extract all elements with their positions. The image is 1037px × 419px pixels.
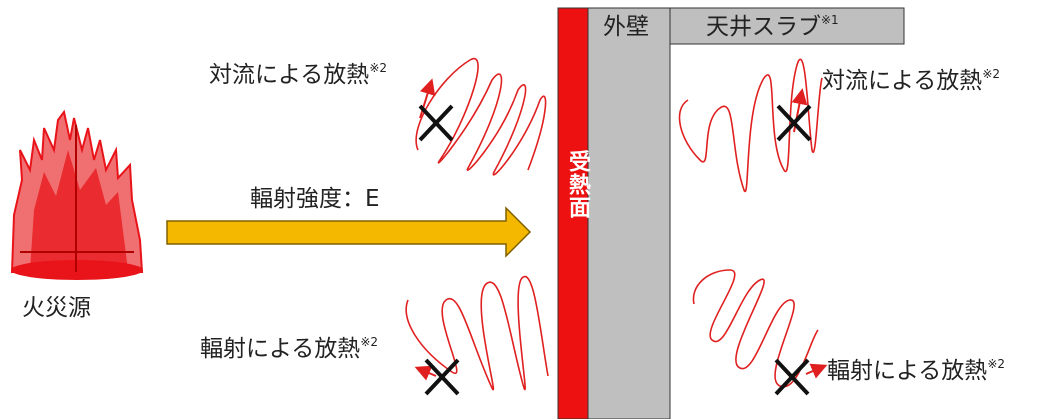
radiation-arrow-left <box>414 365 437 381</box>
radiation-wave-right <box>692 269 819 388</box>
radiation-intensity-label: 輻射強度：E <box>250 186 380 212</box>
blocked-cross-icon <box>776 104 812 142</box>
ceiling-slab-label: 天井スラブ※1 <box>706 13 839 40</box>
radiation-wave-left <box>405 275 549 391</box>
outer-wall-label: 外壁 <box>603 14 649 40</box>
receiving-surface-label: 受熱面 <box>565 150 590 219</box>
fire-source-label: 火災源 <box>22 295 91 321</box>
radiation-arrow <box>166 206 532 258</box>
ceiling-slab <box>669 7 905 45</box>
blocked-cross-icon <box>774 358 810 396</box>
fire-source-icon <box>10 109 144 280</box>
convection-arrow-left <box>419 78 436 119</box>
radiation-right-label: 輻射による放熱※2 <box>827 357 1006 384</box>
outer-wall <box>587 7 671 419</box>
blocked-cross-icon <box>418 104 454 142</box>
convection-left-label: 対流による放熱※2 <box>209 61 388 88</box>
blocked-cross-icon <box>424 358 460 396</box>
convection-wave-right <box>678 58 823 193</box>
radiation-arrow-right <box>805 363 828 379</box>
convection-wave-left <box>415 57 547 176</box>
convection-right-label: 対流による放熱※2 <box>822 67 1001 94</box>
radiation-left-label: 輻射による放熱※2 <box>200 335 379 362</box>
receiving-surface <box>557 7 589 419</box>
